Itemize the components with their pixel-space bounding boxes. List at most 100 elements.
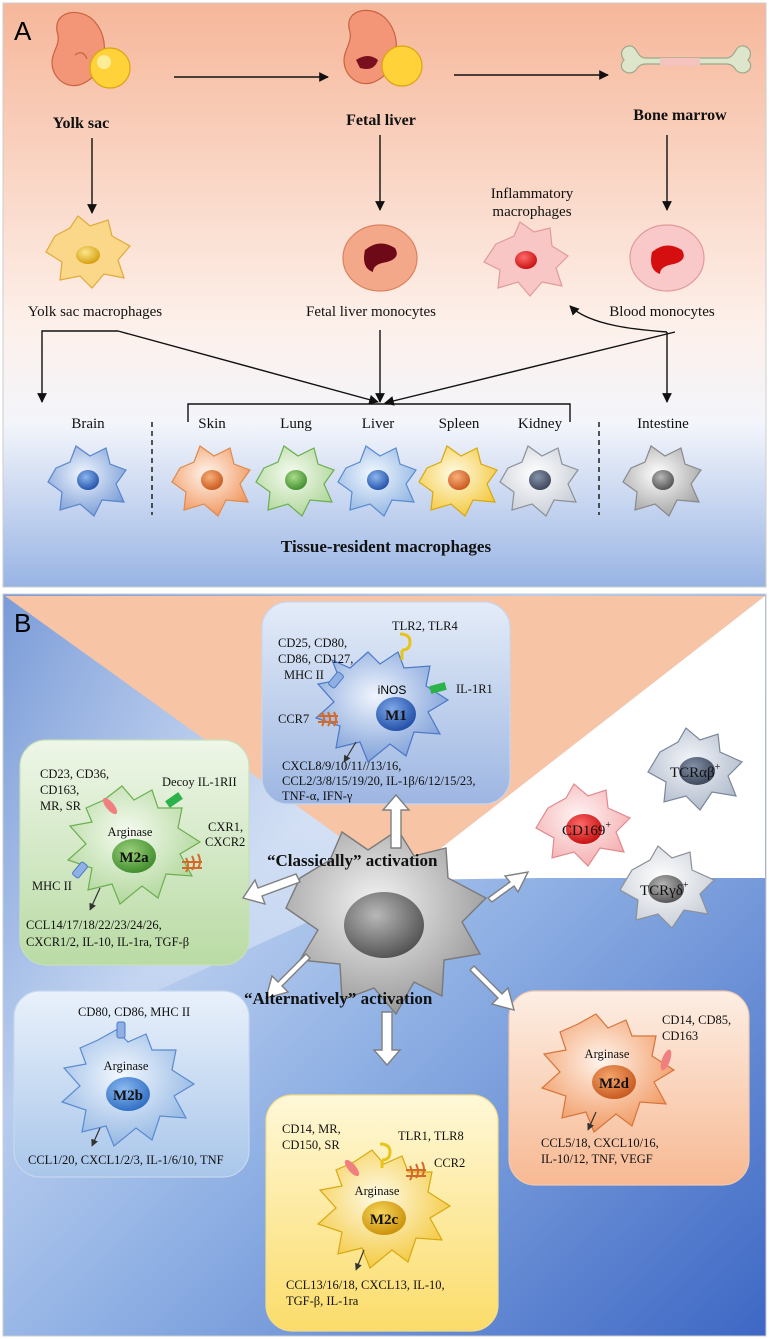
tissue-label-intestine: Intestine [637,416,689,432]
fetal-liver-icon [343,9,423,87]
tcrab-label: TCRαβ+ [670,762,721,781]
tissue-label-skin: Skin [198,416,226,432]
m2a-marker-1: CD23, CD36, [40,767,109,781]
m2d-secreted-2: IL-10/12, TNF, VEGF [541,1152,653,1166]
tcrgd-label: TCRγδ+ [640,880,689,899]
m2c-secretion-arrow [355,1249,365,1271]
m1-secreted-3: TNF-α, IFN-γ [282,789,353,803]
m2b-panel: M2b Arginase CD80, CD86, MHC II CCL1/20,… [13,990,250,1178]
fetal-liver-monocytes-label: Fetal liver monocytes [306,304,436,320]
arrow-to-m2c [372,1011,402,1067]
m2c-secreted-1: CCL13/16/18, CXCL13, IL-10, [286,1278,445,1292]
m1-enzyme: iNOS [378,683,407,697]
m2a-mhc: MHC II [32,879,72,893]
m2c-name: M2c [370,1212,399,1228]
m2b-secreted: CCL1/20, CXCL1/2/3, IL-1/6/10, TNF [28,1153,224,1167]
m2b-secretion-arrow [91,1127,101,1147]
m1-panel: M1 iNOS CD25, CD80, CD86, CD127, MHC II … [261,601,511,805]
m2d-marker-1: CD14, CD85, [662,1013,731,1027]
brain-macrophage [47,445,127,517]
activation-arrows [241,793,530,1067]
m2c-ccr2: CCR2 [434,1156,465,1170]
arrow-yolk-to-tissues [117,330,379,405]
m2a-secreted-1: CCL14/17/18/22/23/24/26, [26,918,162,932]
m1-tlr-icon [399,632,412,660]
m2a-secreted-2: CXCR1/2, IL-10, IL-1ra, TGF-β [26,935,189,949]
fetal-liver-label: Fetal liver [346,112,416,129]
other-zone [400,596,765,880]
tissue-macrophages [47,445,702,517]
m2a-secretion-arrow [89,887,101,911]
m2d-enzyme: Arginase [585,1047,630,1061]
tissue-bracket [187,403,571,422]
inflammatory-macrophage-cell [483,221,569,297]
yolk-sac-label: Yolk sac [53,115,109,132]
m1-tlr: TLR2, TLR4 [392,619,458,633]
yolk-sac-macrophages-label: Yolk sac macrophages [28,304,162,320]
m2a-cxcr-1: CXR1, [208,820,243,834]
tcrab-macrophage: TCRαβ+ [647,727,744,811]
arrow-to-m1 [381,793,411,849]
lung-macrophage-nucleus [285,470,307,490]
m2d-name: M2d [599,1076,630,1092]
alternatively-activation-label: “Alternatively” activation [244,989,433,1008]
panel-b: B M1 iNOS CD25, CD80, CD86, CD127, MHC I… [2,593,767,1337]
classically-activation-label: “Classically” activation [267,851,438,870]
m2a-marker-2: CD163, [40,783,79,797]
bone-marrow-label: Bone marrow [633,107,727,124]
tissue-label-lung: Lung [280,416,312,432]
m2c-receptor-icon [344,1159,360,1177]
m1-receptor-icon [328,671,344,689]
m2c-secreted-2: TGF-β, IL-1ra [286,1294,359,1308]
tissue-label-spleen: Spleen [439,416,480,432]
m2b-receptor-icon [116,1021,126,1039]
bone-marrow-icon [620,45,752,74]
tissue-label-brain: Brain [71,416,105,432]
lung-macrophage [255,445,335,517]
m1-ccr7: CCR7 [278,712,309,726]
m2a-panel: M2a Arginase CD23, CD36, CD163, MR, SR D… [19,739,250,966]
cd169-label: CD169+ [562,820,611,839]
m2a-receptor-icon [102,797,118,815]
m2d-panel: M2d Arginase CD14, CD85, CD163 CCL5/18, … [508,990,750,1186]
fetal-liver-monocyte-cell [342,224,418,292]
m2c-marker-1: CD14, MR, [282,1122,341,1136]
m2c-enzyme: Arginase [355,1184,400,1198]
m2a-marker-3: MR, SR [40,799,82,813]
m2b-markers: CD80, CD86, MHC II [78,1005,190,1019]
skin-macrophage [171,445,251,517]
inflammatory-label-line2: macrophages [492,204,571,220]
liver-macrophage [337,445,417,517]
m1-secreted-1: CXCL8/9/10/11//13/16, [282,759,401,773]
spleen-macrophage [418,445,498,517]
tissue-label-liver: Liver [362,416,394,432]
m2c-tlr-icon [379,1142,392,1168]
m2a-name: M2a [119,850,149,866]
arrow-yolk-to-brain [37,330,118,403]
skin-macrophage-nucleus [201,470,223,490]
arrow-to-m2a [241,873,301,906]
m2a-decoy: Decoy IL-1RII [162,775,237,789]
arrow-to-m2b [265,953,311,999]
intestine-macrophage [622,445,702,517]
yolk-sac-macrophage-cell [45,215,131,289]
m2c-marker-2: CD150, SR [282,1138,340,1152]
m2c-tlr: TLR1, TLR8 [398,1129,464,1143]
tcrgd-macrophage: TCRγδ+ [619,845,716,929]
m2a-cxcr-icon [182,853,202,873]
arrow-blood-to-inflammatory [569,305,668,333]
blood-monocytes-label: Blood monocytes [609,304,715,320]
m1-marker-1: CD25, CD80, [278,636,347,650]
panel-a-label: A [14,16,32,46]
m2c-panel: M2c Arginase CD14, MR, CD150, SR TLR1, T… [265,1094,499,1332]
m2a-mhc-icon [72,861,88,879]
m2d-secretion-arrow [587,1111,597,1131]
m2c-ccr2-icon [406,1161,426,1181]
panel-b-label: B [14,608,31,638]
tissue-label-kidney: Kidney [518,416,563,432]
m2d-receptor-icon [660,1049,672,1071]
m2d-secreted-1: CCL5/18, CXCL10/16, [541,1136,659,1150]
kidney-macrophage-nucleus [529,470,551,490]
spleen-macrophage-nucleus [448,470,470,490]
